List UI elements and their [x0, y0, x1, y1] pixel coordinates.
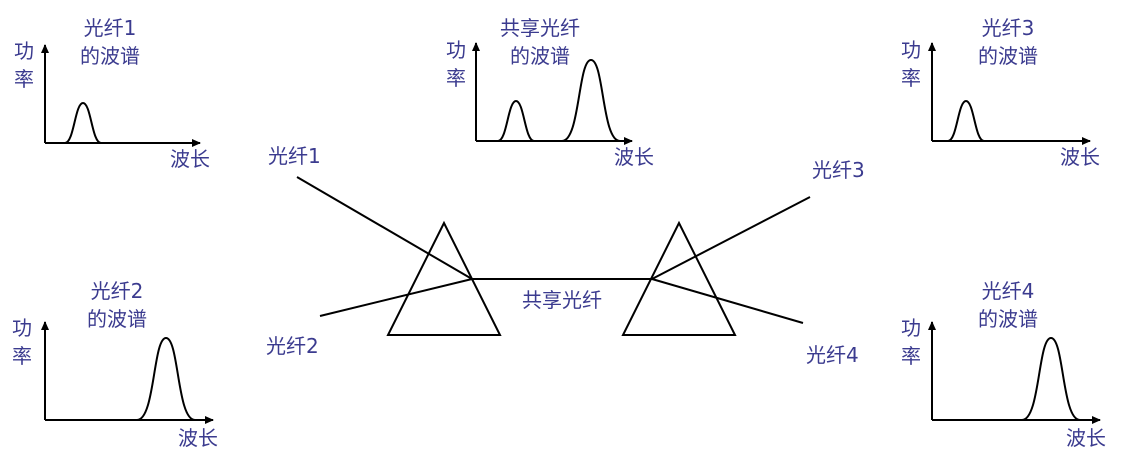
spectrum-title-line2: 的波谱: [87, 307, 147, 331]
x-axis-label: 波长: [1060, 145, 1100, 169]
spectrum-title-line1: 光纤4: [982, 279, 1035, 303]
spectrum-fiber1: 光纤1 的波谱 功 率 波长: [14, 16, 210, 171]
spectrum-shared: 共享光纤 的波谱 功 率 波长: [446, 16, 654, 169]
x-axis-label: 波长: [1066, 426, 1106, 450]
shared-fiber-label: 共享光纤: [522, 288, 602, 312]
y-axis-label-line2: 率: [901, 344, 921, 368]
fiber1-line: [296, 176, 473, 280]
spectrum-title-line2: 的波谱: [978, 44, 1038, 68]
y-axis-label-line1: 功: [901, 38, 921, 62]
spectrum-title-line2: 的波谱: [978, 307, 1038, 331]
spectrum-fiber4: 光纤4 的波谱 功 率 波长: [901, 279, 1106, 450]
left-prism: [386, 220, 502, 336]
fiber4-line: [651, 278, 804, 324]
fiber2-label: 光纤2: [266, 334, 319, 358]
y-axis-label-line2: 率: [446, 66, 466, 90]
fiber-network: 光纤1 光纤2 光纤3 光纤4 共享光纤: [266, 144, 865, 367]
spectrum-title-line1: 光纤2: [91, 279, 144, 303]
right-prism: [621, 220, 737, 336]
fiber3-label: 光纤3: [812, 158, 865, 182]
spectrum-peak: [1021, 336, 1081, 421]
y-axis-label-line1: 功: [901, 316, 921, 340]
y-axis-label-line2: 率: [12, 344, 32, 368]
fiber2-line: [319, 278, 473, 317]
x-axis-label: 波长: [614, 145, 654, 169]
spectrum-peak: [64, 101, 102, 144]
fiber3-line: [651, 196, 811, 280]
spectrum-title-line2: 的波谱: [510, 44, 570, 68]
spectrum-peak-2: [561, 58, 621, 142]
y-axis-label-line2: 率: [901, 66, 921, 90]
fiber4-label: 光纤4: [806, 343, 859, 367]
spectrum-fiber3: 光纤3 的波谱 功 率 波长: [901, 16, 1100, 169]
spectrum-peak-1: [497, 99, 535, 142]
y-axis-label-line1: 功: [12, 316, 32, 340]
y-axis-label-line2: 率: [14, 67, 34, 91]
spectrum-fiber2: 光纤2 的波谱 功 率 波长: [12, 279, 218, 450]
spectrum-title-line2: 的波谱: [80, 44, 140, 68]
spectrum-peak: [136, 336, 196, 421]
y-axis-label-line1: 功: [446, 38, 466, 62]
fiber1-label: 光纤1: [268, 144, 321, 168]
x-axis-label: 波长: [178, 426, 218, 450]
y-axis-label-line1: 功: [14, 39, 34, 63]
spectrum-title-line1: 光纤1: [84, 16, 137, 40]
spectrum-title-line1: 共享光纤: [500, 16, 580, 40]
spectrum-peak: [947, 99, 985, 142]
x-axis-label: 波长: [170, 147, 210, 171]
spectrum-title-line1: 光纤3: [982, 16, 1035, 40]
